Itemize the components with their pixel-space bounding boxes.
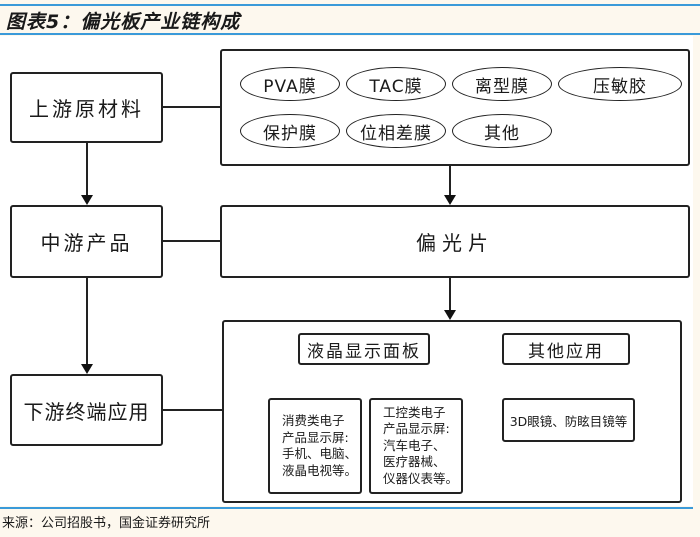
stage-upstream: 上游原材料 — [10, 72, 163, 143]
arrowhead — [444, 310, 456, 320]
app-lcd-panel: 液晶显示面板 — [298, 333, 430, 365]
arrowhead — [81, 364, 93, 374]
material-psa: 压敏胶 — [558, 67, 682, 101]
stage-downstream: 下游终端应用 — [10, 374, 163, 446]
lcd-industrial-electronics: 工控类电子 产品显示屏: 汽车电子、 医疗器械、 仪器仪表等。 — [369, 398, 463, 494]
lcd-consumer-electronics: 消费类电子 产品显示屏: 手机、电脑、 液晶电视等。 — [268, 398, 362, 494]
app-other: 其他应用 — [502, 333, 630, 365]
figure-title: 图表5：偏光板产业链构成 — [6, 11, 241, 33]
arrowhead — [444, 195, 456, 205]
material-retardation-film: 位相差膜 — [346, 114, 446, 148]
material-release-film: 离型膜 — [452, 67, 552, 101]
source-note: 来源：公司招股书，国金证券研究所 — [2, 516, 211, 531]
product-polarizer: 偏光片 — [220, 205, 690, 278]
material-other: 其他 — [452, 114, 552, 148]
material-pva: PVA膜 — [240, 67, 340, 101]
other-3d-glasses: 3D眼镜、防眩目镜等 — [502, 398, 635, 442]
arrowhead — [81, 195, 93, 205]
stage-midstream: 中游产品 — [10, 205, 163, 278]
material-protective-film: 保护膜 — [240, 114, 340, 148]
material-tac: TAC膜 — [346, 67, 446, 101]
